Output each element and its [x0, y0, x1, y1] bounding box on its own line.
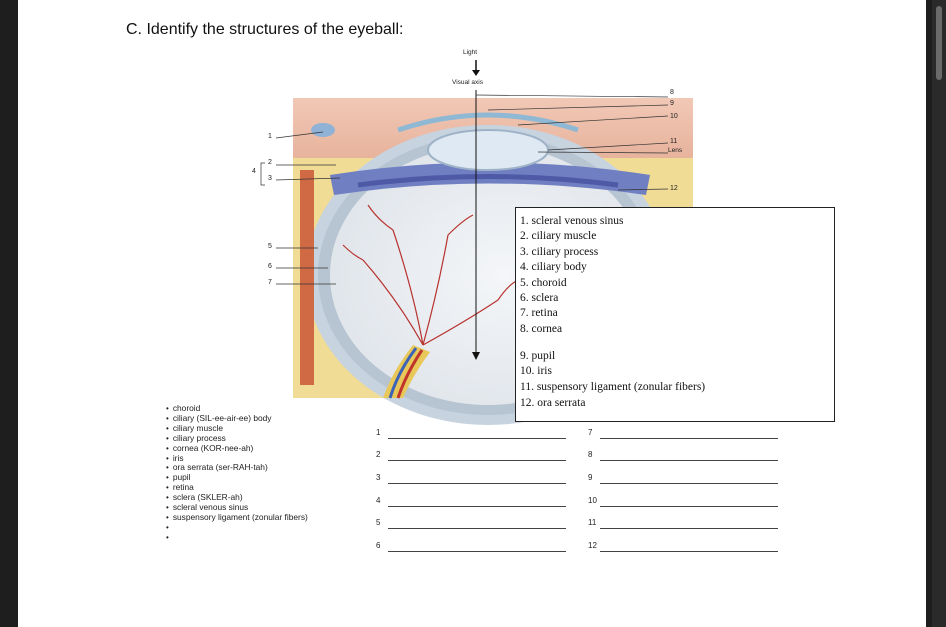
diagram-number-11: 11: [670, 138, 678, 145]
key-item: 2. ciliary muscle: [520, 230, 597, 242]
blank-line[interactable]: [600, 551, 778, 552]
key-item: 10. iris: [520, 365, 552, 377]
diagram-number-4: 4: [252, 168, 256, 175]
key-item: 3. ciliary process: [520, 246, 599, 258]
key-item: 6. sclera: [520, 292, 559, 304]
blank-number: 8: [588, 450, 593, 459]
diagram-number-9: 9: [670, 100, 674, 107]
central-artery: [396, 349, 424, 399]
blank-number: 4: [376, 496, 381, 505]
word-bank-item: [166, 533, 308, 543]
word-bank-item: [166, 523, 308, 533]
lens-label: Lens: [668, 147, 683, 154]
key-item: 8. cornea: [520, 323, 563, 335]
light-label: Light: [463, 49, 478, 56]
blank-number: 2: [376, 450, 381, 459]
key-item: 1. scleral venous sinus: [520, 215, 624, 227]
word-bank-item: ciliary muscle: [166, 423, 308, 434]
blank-line[interactable]: [600, 528, 778, 529]
key-item: 9. pupil: [520, 350, 556, 362]
diagram-number-6: 6: [268, 263, 272, 270]
word-bank-item: ciliary process: [166, 433, 308, 444]
scleral-venous-sinus-shape: [311, 123, 335, 137]
blank-number: 11: [588, 518, 597, 527]
blank-number: 6: [376, 541, 381, 550]
visual-axis-label: Visual axis: [452, 79, 483, 86]
key-item: 5. choroid: [520, 277, 567, 289]
blank-number: 5: [376, 518, 381, 527]
lens-shape: [427, 129, 549, 171]
blank-line[interactable]: [600, 483, 778, 484]
blank-line[interactable]: [388, 506, 566, 507]
vertical-scrollbar[interactable]: [932, 0, 946, 627]
blank-line[interactable]: [388, 438, 566, 439]
blank-number: 9: [588, 473, 593, 482]
blank-line[interactable]: [388, 551, 566, 552]
blank-line[interactable]: [600, 506, 778, 507]
central-vein: [388, 347, 418, 399]
diagram-number-5: 5: [268, 243, 272, 250]
key-item: 11. suspensory ligament (zonular fibers): [520, 381, 706, 393]
light-arrowhead: [472, 70, 480, 76]
leader-lines-right: [475, 94, 669, 191]
question-title: C. Identify the structures of the eyebal…: [126, 21, 404, 38]
rectus-muscle: [300, 170, 314, 385]
blank-number: 1: [376, 428, 381, 437]
blank-line[interactable]: [388, 483, 566, 484]
word-bank-item: retina: [166, 482, 308, 493]
word-bank-item: pupil: [166, 472, 308, 483]
diagram-number-12: 12: [670, 185, 678, 192]
diagram-number-7: 7: [268, 279, 272, 286]
word-bank-item: choroid: [166, 403, 308, 414]
diagram-number-10: 10: [670, 113, 678, 120]
word-bank-item: suspensory ligament (zonular fibers): [166, 512, 308, 523]
blank-line[interactable]: [388, 460, 566, 461]
scrollbar-thumb[interactable]: [936, 6, 942, 80]
word-bank-item: ciliary (SIL-ee-air-ee) body: [166, 413, 308, 424]
word-bank-item: iris: [166, 453, 308, 464]
key-item: 4. ciliary body: [520, 261, 587, 273]
blank-number: 7: [588, 428, 593, 437]
cornea-shape: [397, 112, 579, 133]
blank-number: 3: [376, 473, 381, 482]
worksheet-page: C. Identify the structures of the eyebal…: [18, 0, 926, 627]
word-bank-item: scleral venous sinus: [166, 502, 308, 513]
blank-number: 10: [588, 496, 597, 505]
blank-number: 12: [588, 541, 597, 550]
diagram-number-8: 8: [670, 89, 674, 96]
iris-shape: [357, 174, 619, 188]
word-bank-item: ora serrata (ser-RAH-tah): [166, 463, 308, 473]
diagram-number-3: 3: [268, 175, 272, 182]
answer-key-box: 1. scleral venous sinus 2. ciliary muscl…: [515, 207, 835, 422]
blank-line[interactable]: [600, 438, 778, 439]
word-bank: choroid ciliary (SIL-ee-air-ee) body cil…: [166, 403, 308, 543]
word-bank-item: sclera (SKLER-ah): [166, 492, 308, 503]
diagram-number-2: 2: [268, 159, 272, 166]
diagram-number-1: 1: [268, 133, 272, 140]
word-bank-item: cornea (KOR-nee-ah): [166, 443, 308, 454]
blank-line[interactable]: [600, 460, 778, 461]
visual-axis-arrowhead: [472, 352, 480, 360]
retinal-vessels: [342, 204, 519, 346]
key-item: 12. ora serrata: [520, 397, 586, 409]
leader-lines-left: [260, 131, 341, 285]
blank-line[interactable]: [388, 528, 566, 529]
key-item: 7. retina: [520, 307, 558, 319]
